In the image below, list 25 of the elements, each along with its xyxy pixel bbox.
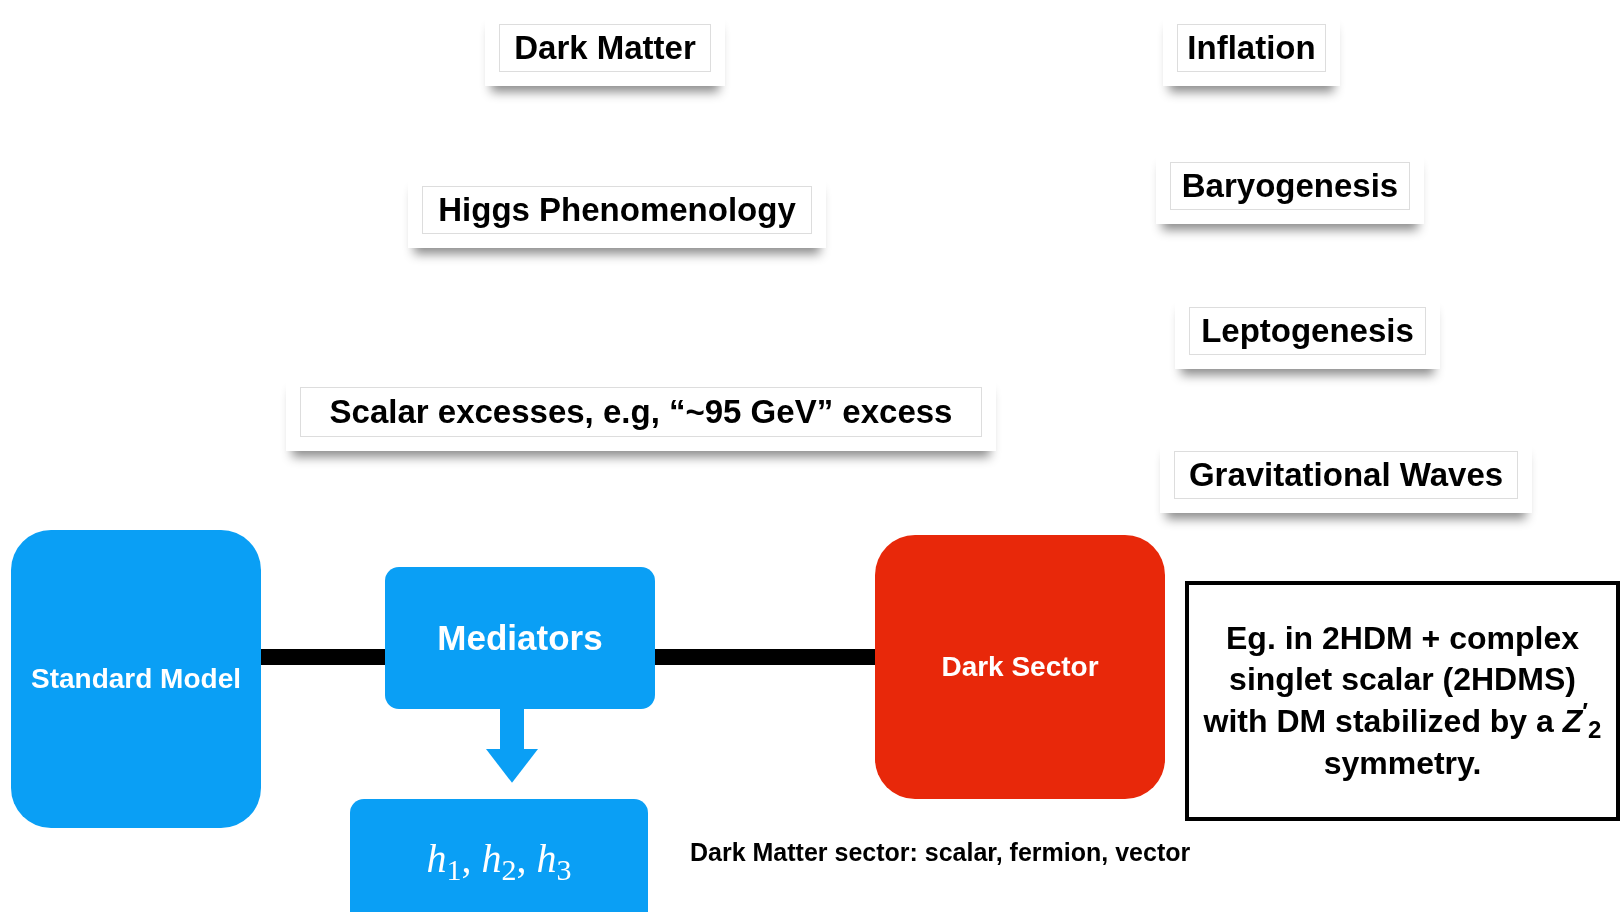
caption-text: Dark Matter sector: scalar, fermion, vector <box>690 837 1191 868</box>
dark-sector-box <box>875 535 1165 799</box>
higgs-states-box <box>350 799 648 912</box>
topic-label: Higgs Phenomenology <box>438 190 796 231</box>
topic-card <box>408 172 826 248</box>
topic-label: Inflation <box>1187 28 1316 69</box>
topic-card <box>286 373 996 451</box>
box-label: Mediators <box>437 616 603 659</box>
topic-card <box>1163 10 1340 86</box>
topic-label: Dark Matter <box>514 28 696 69</box>
topic-card <box>485 10 725 86</box>
topic-label: Gravitational Waves <box>1188 455 1504 496</box>
topic-card <box>1156 148 1424 224</box>
topic-label: Baryogenesis <box>1181 166 1399 207</box>
box-label: Standard Model <box>31 662 241 696</box>
topic-card <box>1160 437 1532 513</box>
topic-label: Scalar excesses, e.g, “~95 GeV” excess <box>329 392 953 433</box>
box-label: h$_{1}$, h$_{2}$, h$_{3}$ <box>426 835 572 888</box>
mediators-box <box>385 567 655 709</box>
block-arrow <box>486 709 538 783</box>
note-box <box>1185 581 1620 821</box>
box-label: Dark Sector <box>941 650 1099 684</box>
topic-card <box>1175 293 1440 369</box>
standard-model-box <box>11 530 261 828</box>
topic-label: Leptogenesis <box>1201 311 1414 352</box>
